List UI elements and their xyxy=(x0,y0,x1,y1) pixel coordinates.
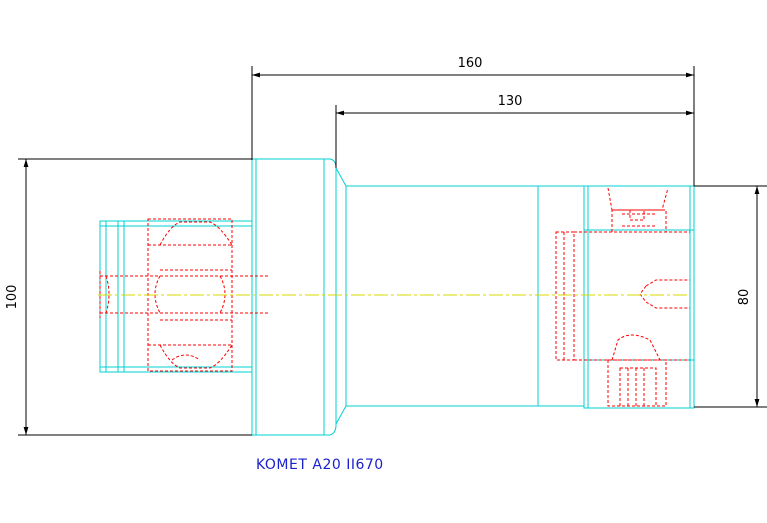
dimension-160-label: 160 xyxy=(458,56,483,71)
part-outline xyxy=(99,158,695,436)
shank-outline xyxy=(99,220,253,373)
side-cavity xyxy=(555,231,690,361)
dimension-80 xyxy=(694,185,767,408)
bottom-screw xyxy=(607,334,667,407)
flange-outline xyxy=(251,158,337,436)
dimension-100 xyxy=(18,158,252,436)
dimension-160 xyxy=(251,66,695,186)
dimension-130 xyxy=(335,105,694,168)
part-caption: KOMET A20 II670 xyxy=(256,457,384,473)
dimension-100-label: 100 xyxy=(5,285,20,310)
top-screw xyxy=(607,187,669,233)
hidden-lines xyxy=(99,187,690,407)
dimension-130-label: 130 xyxy=(498,94,523,109)
body-outline xyxy=(335,167,695,425)
shank-bore xyxy=(99,218,270,372)
dimension-80-label: 80 xyxy=(737,289,752,306)
dimensions xyxy=(18,66,767,436)
